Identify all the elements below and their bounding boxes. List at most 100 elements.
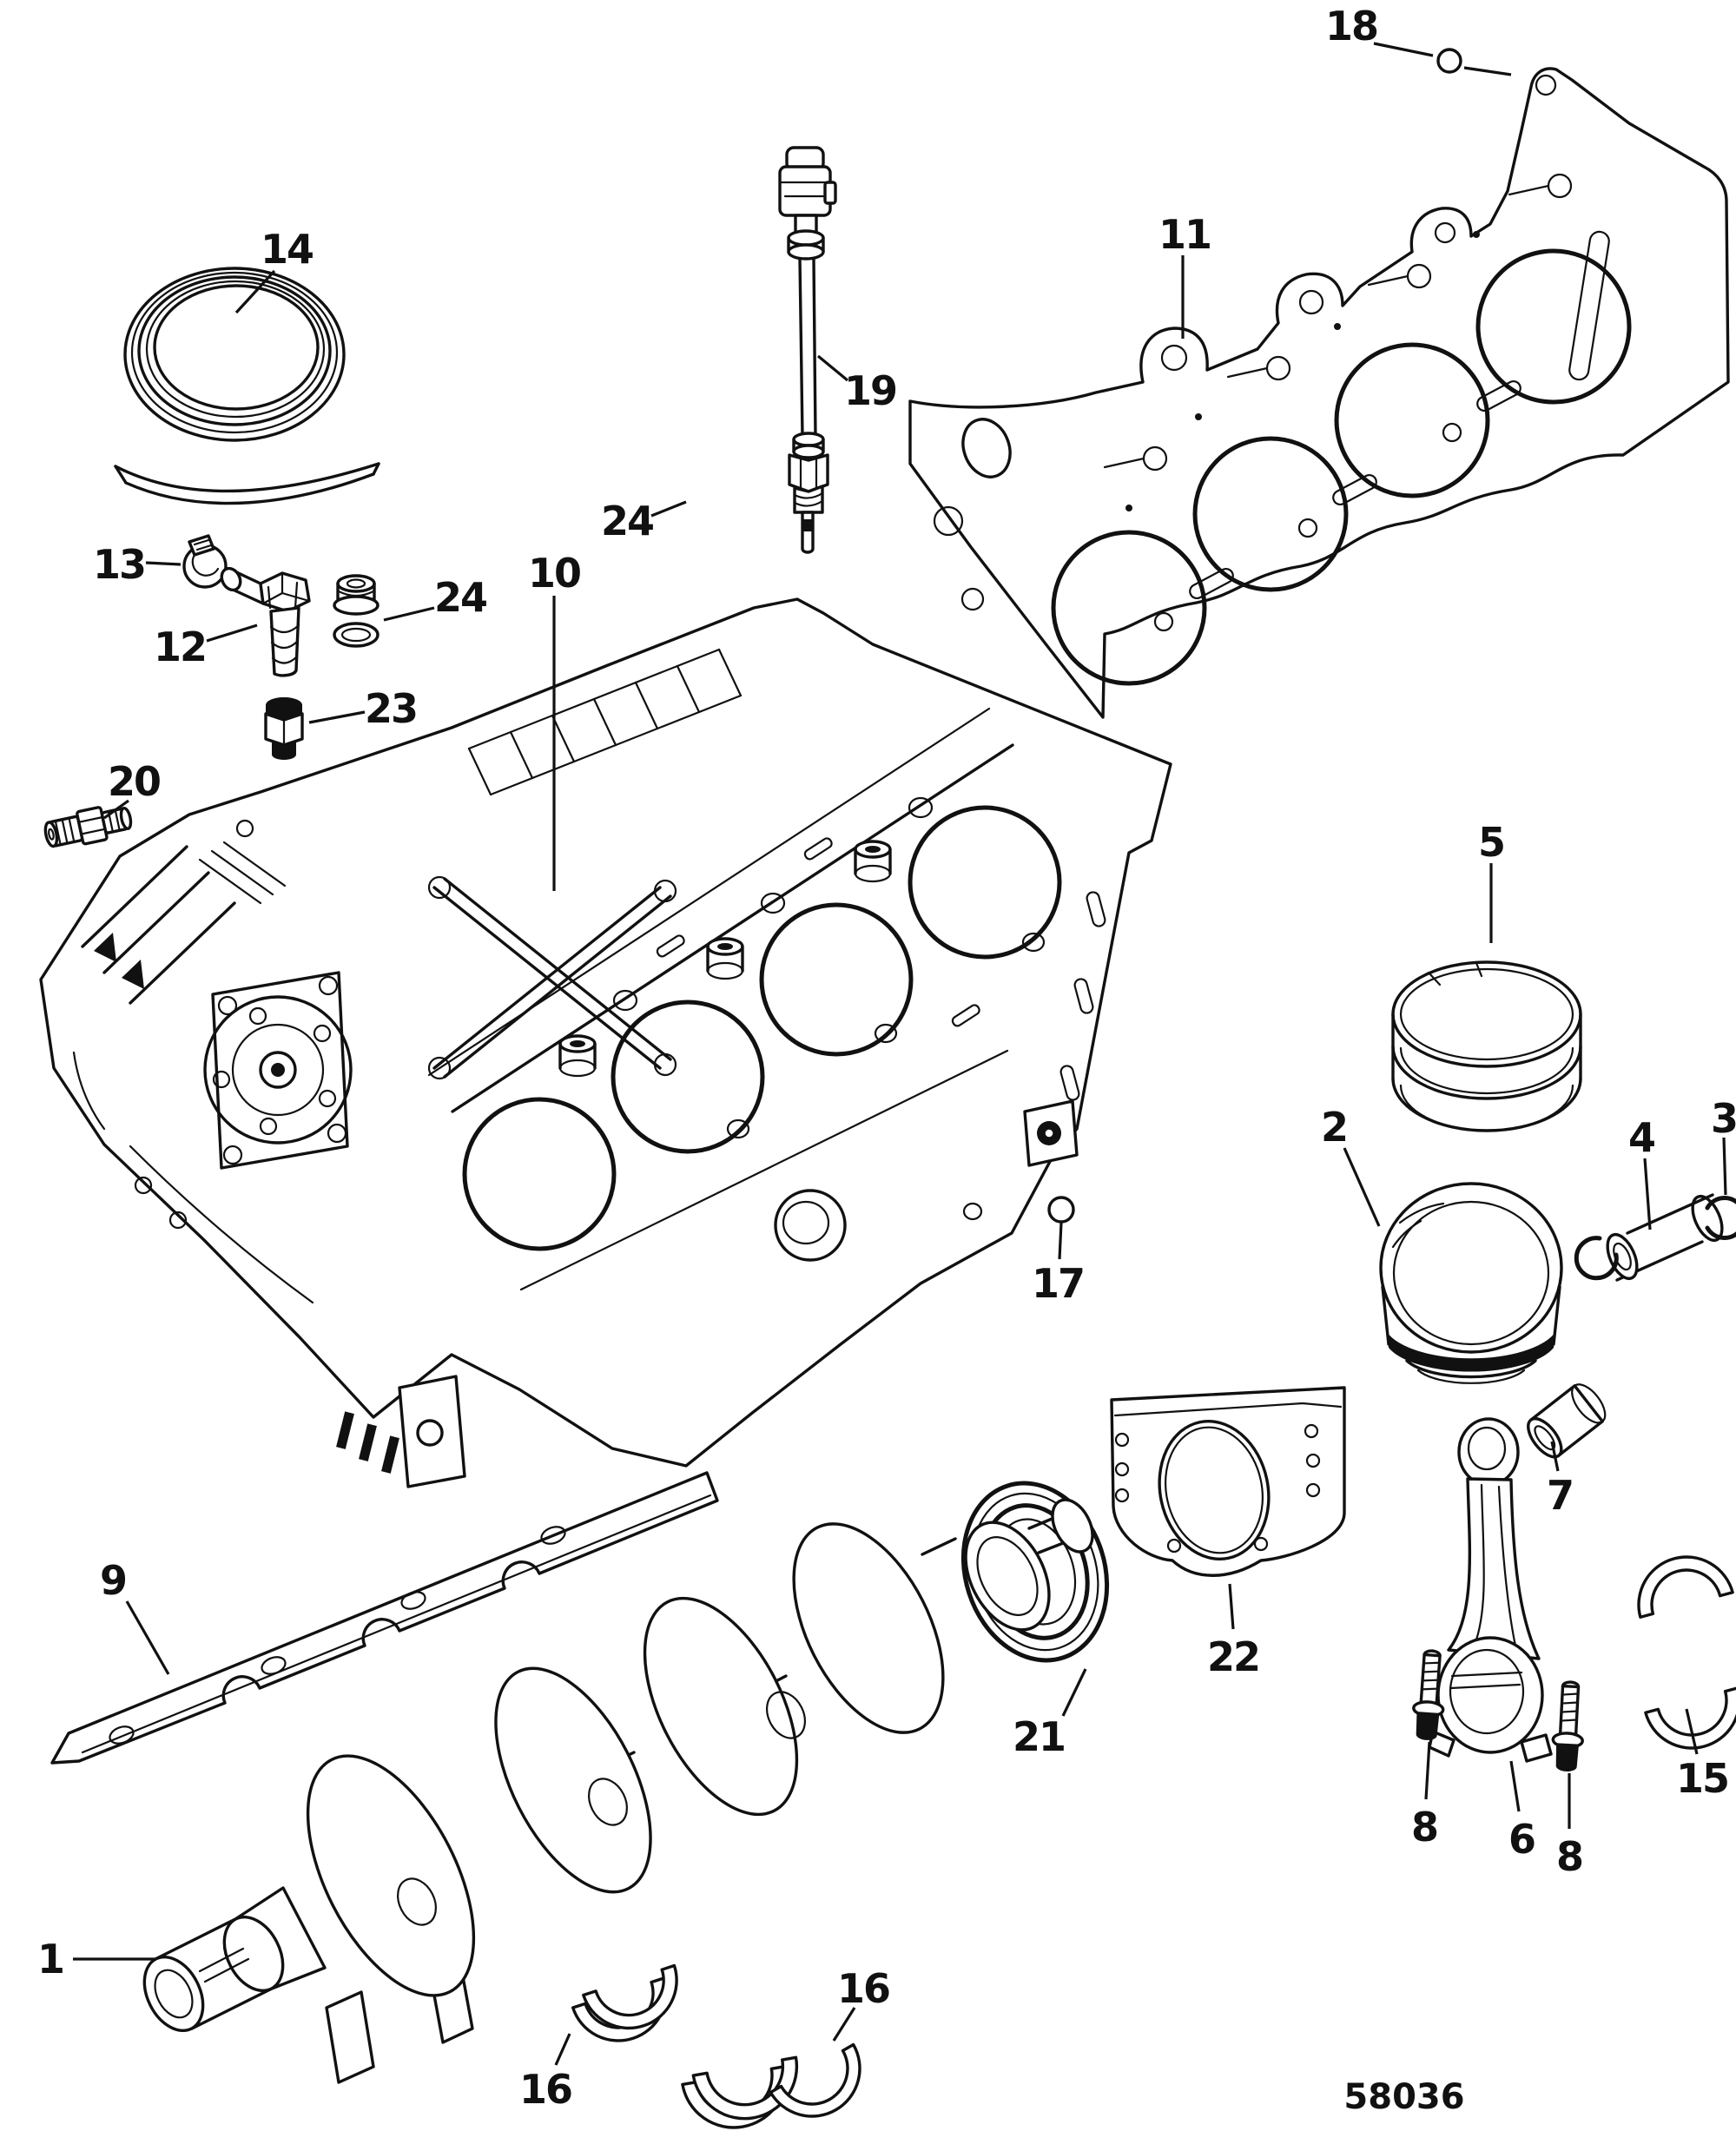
callout-16: 16 bbox=[832, 1965, 891, 2042]
rod-bearings bbox=[1637, 1555, 1736, 1750]
block-oring bbox=[1047, 1196, 1075, 1224]
callout-24: 24 bbox=[383, 574, 488, 622]
grommet-seal-left bbox=[333, 574, 380, 648]
engine-block bbox=[39, 597, 1172, 1488]
callout-number: 24 bbox=[434, 574, 486, 621]
drawing-number: 58036 bbox=[1343, 2077, 1464, 2117]
callout-23: 23 bbox=[308, 685, 419, 732]
pin-clips bbox=[1574, 1196, 1736, 1281]
callout-22: 22 bbox=[1207, 1583, 1261, 1680]
callout-leader-line bbox=[383, 606, 435, 622]
callout-leader-line bbox=[554, 2033, 571, 2066]
callout-21: 21 bbox=[1013, 1668, 1087, 1760]
callout-number: 7 bbox=[1547, 1472, 1573, 1519]
dowel-oring bbox=[1436, 48, 1462, 74]
callout-leader-line bbox=[103, 799, 129, 820]
callout-14: 14 bbox=[234, 226, 314, 314]
callout-2: 2 bbox=[1321, 1104, 1381, 1227]
seal-retainer-plate bbox=[1110, 1386, 1346, 1577]
oil-sensor bbox=[778, 146, 837, 554]
callout-leader-line bbox=[1424, 1741, 1431, 1800]
callout-number: 6 bbox=[1508, 1816, 1535, 1863]
oil-line-coil bbox=[114, 267, 380, 505]
head-gasket bbox=[908, 48, 1730, 719]
callout-number: 18 bbox=[1325, 3, 1377, 49]
callout-1: 1 bbox=[37, 1936, 156, 1983]
hose-clamp bbox=[182, 534, 228, 589]
callout-24: 24 bbox=[601, 498, 687, 544]
callout-11: 11 bbox=[1158, 211, 1212, 339]
callout-leader-line bbox=[206, 623, 258, 643]
callout-leader-line bbox=[1061, 1668, 1087, 1717]
valley-x-brace bbox=[427, 875, 677, 1080]
callout-leader-line bbox=[1550, 1441, 1560, 1472]
callout-number: 11 bbox=[1158, 211, 1211, 258]
callout-leader-line bbox=[234, 269, 276, 314]
callout-number: 16 bbox=[837, 1965, 889, 2012]
callout-leader-line bbox=[308, 710, 366, 724]
callout-leader-line bbox=[650, 500, 687, 518]
callout-number: 10 bbox=[528, 550, 580, 597]
rod-bushing bbox=[1527, 1383, 1607, 1459]
oil-fitting bbox=[43, 806, 133, 848]
callout-17: 17 bbox=[1032, 1222, 1086, 1307]
front-face bbox=[72, 819, 353, 1304]
callout-number: 8 bbox=[1411, 1804, 1437, 1851]
callout-number: 3 bbox=[1711, 1095, 1736, 1142]
rod-bolt-right bbox=[1551, 1680, 1584, 1771]
main-bearings bbox=[571, 1963, 861, 2129]
callout-4: 4 bbox=[1628, 1114, 1656, 1230]
callout-6: 6 bbox=[1508, 1760, 1536, 1863]
callout-8: 8 bbox=[1556, 1773, 1584, 1880]
deck-holes bbox=[612, 796, 1046, 1139]
callout-leader-line bbox=[1343, 1147, 1381, 1227]
callout-leader-line bbox=[1509, 1760, 1521, 1812]
callout-5: 5 bbox=[1478, 819, 1506, 943]
callout-leader-line bbox=[1373, 42, 1434, 57]
bank-ribs bbox=[467, 648, 743, 796]
callout-leader-line bbox=[1643, 1158, 1652, 1230]
callout-13: 13 bbox=[93, 541, 182, 588]
callout-leader-line bbox=[145, 561, 182, 566]
callout-leader-line bbox=[1685, 1708, 1699, 1755]
head-bolt-bosses bbox=[558, 840, 892, 1078]
rod-bolt-left bbox=[1412, 1649, 1445, 1740]
callout-8: 8 bbox=[1411, 1741, 1439, 1851]
callout-number: 9 bbox=[100, 1557, 126, 1604]
callout-leader-line bbox=[1463, 66, 1512, 76]
callout-number: 17 bbox=[1032, 1260, 1084, 1307]
callout-3: 3 bbox=[1711, 1095, 1736, 1196]
callout-number: 19 bbox=[844, 367, 896, 414]
callout-9: 9 bbox=[100, 1557, 170, 1675]
callout-7: 7 bbox=[1547, 1441, 1574, 1519]
callout-10: 10 bbox=[528, 550, 582, 891]
callout-18: 18 bbox=[1325, 3, 1512, 76]
callout-number: 13 bbox=[93, 541, 145, 588]
callout-number: 21 bbox=[1013, 1713, 1065, 1760]
callout-15: 15 bbox=[1676, 1708, 1730, 1802]
callout-leader-line bbox=[1722, 1137, 1727, 1196]
crankshaft bbox=[142, 1498, 1094, 2084]
callout-leader-line bbox=[816, 354, 849, 382]
callout-number: 4 bbox=[1628, 1114, 1654, 1161]
callout-16: 16 bbox=[519, 2033, 573, 2113]
callout-number: 1 bbox=[37, 1936, 63, 1983]
gasket-coolant-holes bbox=[1103, 173, 1573, 472]
piston bbox=[1379, 1182, 1563, 1384]
callout-12: 12 bbox=[154, 623, 258, 670]
callout-number: 15 bbox=[1676, 1755, 1728, 1802]
pipe-plug bbox=[264, 697, 304, 760]
main-studs bbox=[336, 1375, 466, 1488]
oil-pan-gasket-strip bbox=[50, 1471, 719, 1765]
callout-19: 19 bbox=[816, 354, 898, 414]
callout-number: 24 bbox=[601, 498, 653, 544]
callout-number: 8 bbox=[1556, 1833, 1582, 1880]
piston-rings bbox=[1391, 960, 1582, 1132]
callout-number: 12 bbox=[154, 623, 206, 670]
callout-number: 20 bbox=[108, 758, 160, 805]
callout-number: 5 bbox=[1478, 819, 1504, 866]
callout-number: 23 bbox=[365, 685, 417, 732]
callout-number: 2 bbox=[1321, 1104, 1347, 1151]
